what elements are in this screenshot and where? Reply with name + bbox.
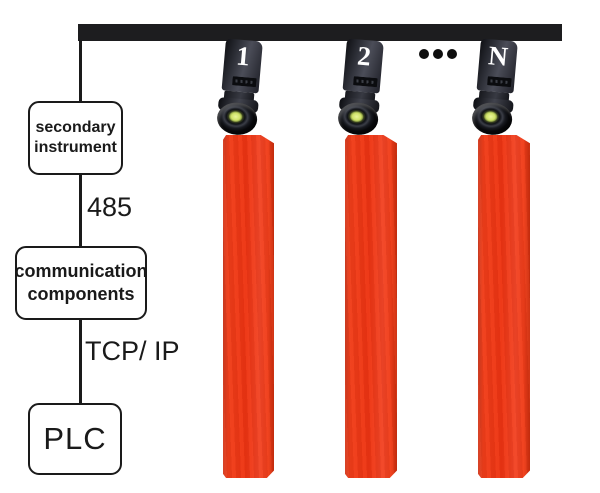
- billet-sheen: [478, 135, 530, 478]
- ellipsis-dot: [447, 49, 457, 59]
- box-secondary-instrument: secondary instrument: [28, 101, 123, 175]
- box-plc: PLC: [28, 403, 122, 475]
- connector-485: [79, 174, 82, 247]
- hot-billet-3: [478, 135, 530, 478]
- sensor-number-label: 1: [235, 40, 252, 72]
- connector-tcpip: [79, 319, 82, 404]
- link-label-485: 485: [87, 192, 133, 222]
- pyrometer-sensor-n: N: [468, 38, 522, 137]
- pyrometer-sensor-2: 2: [334, 38, 388, 137]
- hot-billet-2: [345, 135, 397, 478]
- sensor-number-label: N: [487, 40, 510, 72]
- pyrometer-body: 1: [221, 38, 263, 94]
- sensor-number-label: 2: [356, 40, 373, 72]
- pyrometer-sensor-1: 1: [213, 38, 267, 137]
- ellipsis-dot: [433, 49, 443, 59]
- connector-rail-to-secondary: [79, 40, 82, 102]
- box-secondary-instrument-label: secondary instrument: [34, 118, 117, 156]
- box-plc-label: PLC: [43, 421, 107, 457]
- ellipsis-dot: [419, 49, 429, 59]
- pyrometer-body: N: [476, 38, 518, 94]
- sensor-nameplate: [487, 76, 512, 88]
- box-communication-components: communication components: [14, 246, 148, 320]
- billet-sheen: [223, 135, 274, 478]
- mounting-rail: [78, 24, 562, 41]
- hot-billet-1: [223, 135, 274, 478]
- sensor-nameplate: [232, 76, 257, 88]
- billet-sheen: [345, 135, 397, 478]
- box-communication-components-label: communication components: [14, 260, 148, 304]
- pyrometer-body: 2: [342, 38, 384, 94]
- link-label-tcp-ip: TCP/ IP: [85, 336, 180, 366]
- ellipsis-dots-icon: [419, 49, 457, 59]
- sensor-nameplate: [353, 76, 378, 88]
